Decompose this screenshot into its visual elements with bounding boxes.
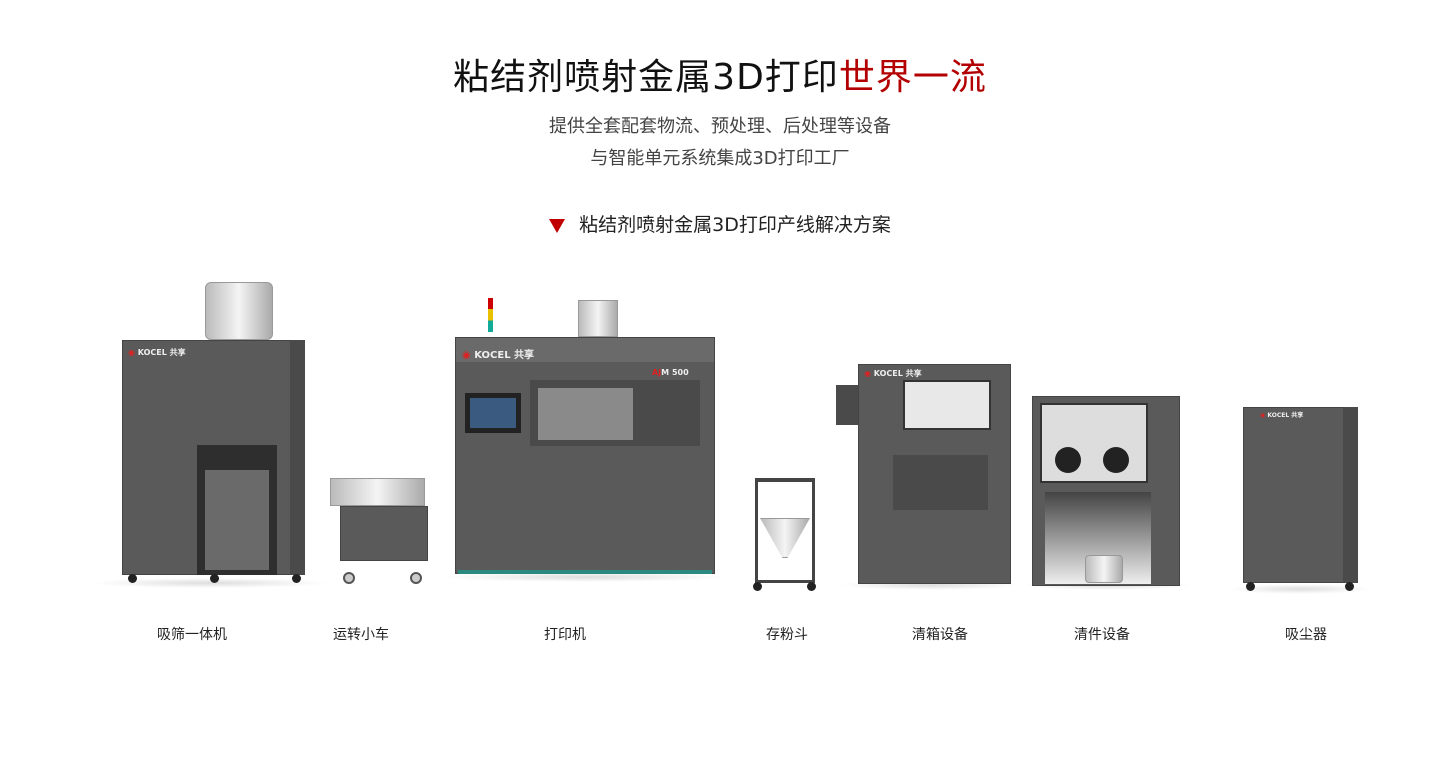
product-label-printer: 打印机 (544, 627, 586, 643)
model-prefix: AJ (652, 368, 662, 377)
brand-logo: KOCEL 共享 (137, 348, 186, 357)
model-number: 500 (671, 368, 689, 377)
subtitle-line1: 提供全套配套物流、预处理、后处理等设备 (549, 116, 891, 137)
dust-collector-logo: KOCEL 共享 (1267, 412, 1304, 419)
triangle-down-icon (549, 218, 566, 233)
printer-brand-logo: KOCEL 共享 (474, 350, 535, 361)
product-label-part-cleaning: 清件设备 (1074, 627, 1130, 643)
product-label-box-cleaning: 清箱设备 (912, 627, 968, 643)
product-label-powder-hopper: 存粉斗 (766, 627, 808, 643)
title-main: 粘结剂喷射金属3D打印 (453, 57, 839, 98)
box-cleaning-logo: KOCEL 共享 (873, 369, 922, 378)
product-label-transfer-cart: 运转小车 (333, 627, 389, 643)
section-title: 粘结剂喷射金属3D打印产线解决方案 (579, 214, 891, 236)
subtitle-line2: 与智能单元系统集成3D打印工厂 (590, 148, 850, 169)
product-label-dust-collector: 吸尘器 (1285, 627, 1327, 643)
section-heading: 粘结剂喷射金属3D打印产线解决方案 (0, 210, 1440, 237)
title-accent: 世界一流 (838, 57, 987, 98)
product-label-sieve-machine: 吸筛一体机 (157, 627, 227, 643)
page-title: 粘结剂喷射金属3D打印世界一流 (0, 48, 1440, 100)
model-name: M (661, 368, 670, 377)
